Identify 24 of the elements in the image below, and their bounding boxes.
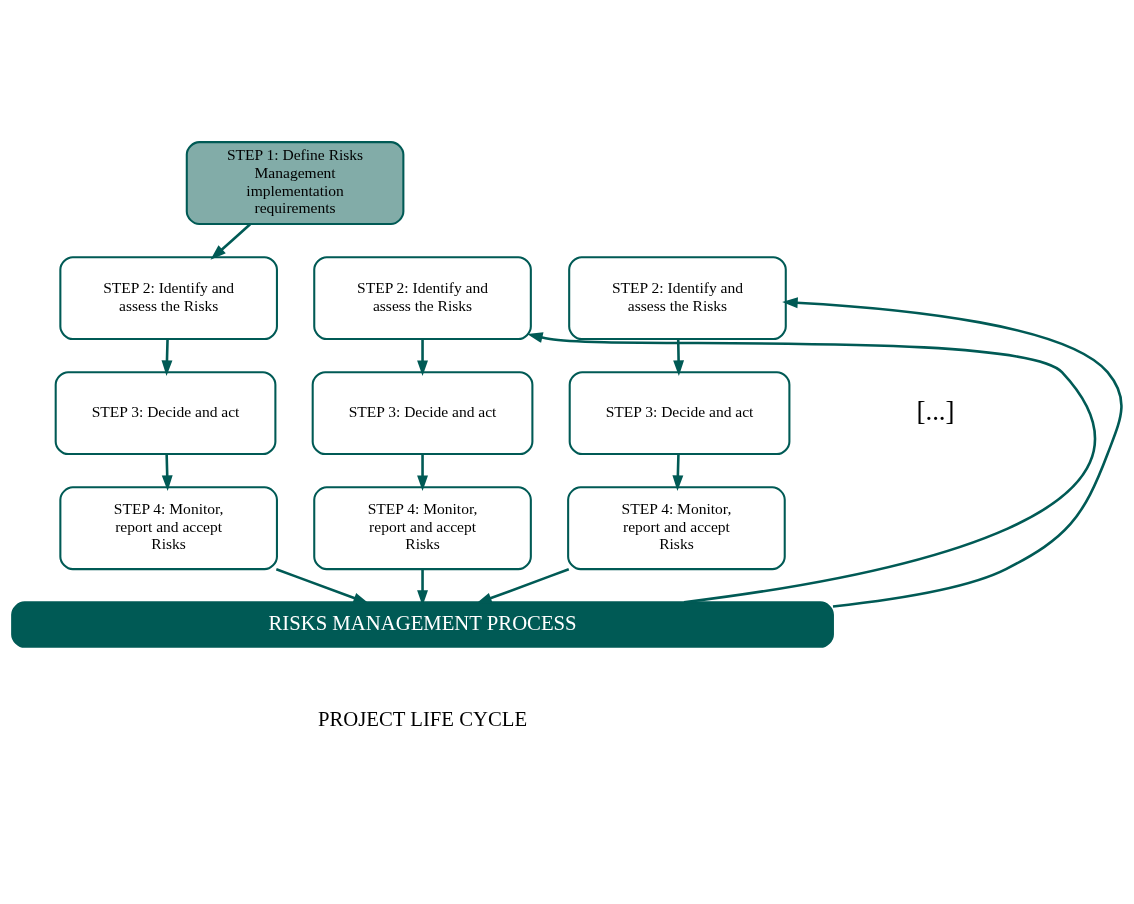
node-box: STEP 2: Identify and assess the Risks — [568, 256, 787, 341]
node-box: RISKS MANAGEMENT PROCESS — [11, 601, 834, 648]
arrow — [161, 454, 173, 492]
arrow — [161, 339, 173, 376]
arrow — [527, 332, 1096, 604]
arrow — [417, 454, 428, 492]
node-box: STEP 3: Decide and act — [311, 371, 534, 456]
arrow — [210, 223, 251, 260]
node-box: STEP 2: Identify and assess the Risks — [313, 256, 532, 341]
arrow — [672, 454, 684, 492]
node-box: STEP 4: Monitor, report and accept Risks — [313, 486, 532, 571]
node-box: STEP 4: Monitor, report and accept Risks — [567, 486, 786, 571]
arrow — [275, 568, 369, 604]
node-box: STEP 4: Monitor, report and accept Risks — [59, 486, 278, 571]
node-box: STEP 1: Define Risks Management implementation requirements — [185, 141, 405, 226]
label: [...] — [916, 395, 955, 426]
label: PROJECT LIFE CYCLE — [317, 708, 528, 731]
node-box: STEP 3: Decide and act — [54, 371, 277, 456]
arrow — [417, 339, 428, 376]
arrow — [673, 339, 685, 376]
arrow — [476, 568, 570, 604]
node-box: STEP 3: Decide and act — [568, 371, 791, 456]
node-box: STEP 2: Identify and assess the Risks — [59, 256, 278, 341]
arrow — [782, 297, 1123, 608]
